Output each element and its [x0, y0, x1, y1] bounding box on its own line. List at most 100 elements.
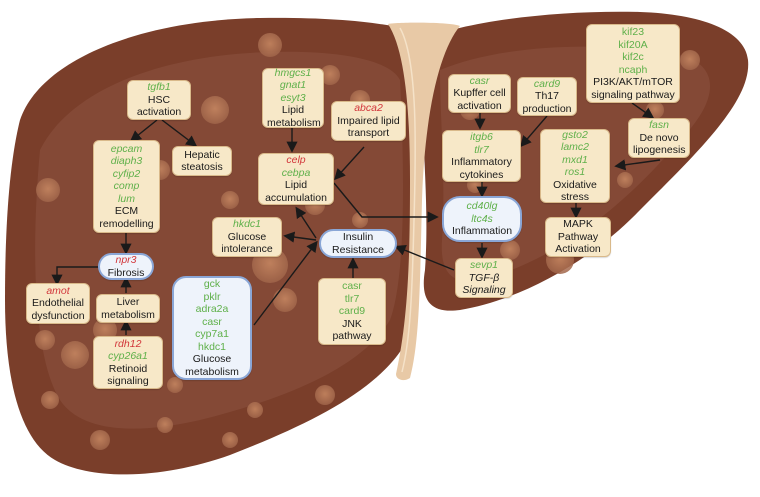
node-label: intolerance [221, 243, 273, 256]
gene-label: esyt3 [280, 91, 306, 104]
node-label: Lipid [281, 104, 305, 117]
gene-label: cyfip2 [112, 167, 141, 180]
gene-label: cyp26a1 [108, 350, 148, 362]
gene-label: ltc4s [471, 212, 493, 225]
gene-label: cebpa [281, 166, 311, 179]
node-label: Hepatic [184, 148, 220, 161]
node-label: activation [457, 99, 502, 112]
node-label: accumulation [265, 191, 327, 204]
node-label: metabolism [185, 365, 239, 378]
gene-label: comp [113, 180, 140, 193]
gene-label: fasn [649, 119, 669, 132]
node-label: signaling [107, 375, 149, 387]
node-label: Insulin [342, 231, 374, 243]
falciform-ligament [388, 22, 460, 381]
node-label: stress [560, 191, 589, 203]
node-label: dysfunction [31, 309, 85, 322]
gene-label: card9 [533, 77, 561, 90]
node-label: Kupffer cell [453, 87, 506, 100]
node-label: Inflammation [451, 225, 513, 238]
gene-label: lum [118, 192, 135, 205]
gene-label: abca2 [354, 102, 383, 115]
node-label: signaling pathway [591, 88, 675, 101]
node-label: Liver [116, 296, 140, 308]
gene-label: card9 [338, 305, 366, 318]
node-label: production [522, 102, 572, 115]
node-label: Activation [555, 243, 601, 256]
gene-label: hkdc1 [197, 340, 227, 353]
gene-label: gnat1 [279, 79, 307, 92]
node-label: Fibrosis [107, 266, 145, 279]
gene-label: kif2c [622, 51, 644, 63]
gene-label: rdh12 [114, 337, 142, 350]
gene-label: cyp7a1 [195, 328, 229, 340]
gene-label: sevp1 [469, 259, 499, 272]
gene-label: hkdc1 [232, 218, 262, 231]
node-label: Oxidative [553, 178, 597, 191]
gene-label: tgfb1 [147, 81, 171, 94]
node-label: De novo [639, 131, 679, 144]
gene-label: lamc2 [560, 141, 589, 153]
node-label: TGF-β [468, 271, 500, 284]
gene-label: npr3 [115, 254, 137, 266]
node-label: activation [136, 106, 182, 119]
node-label: Endothelial [32, 297, 84, 310]
gene-label: gck [203, 278, 221, 290]
gene-label: tlr7 [474, 143, 489, 156]
gene-label: casr [469, 74, 490, 87]
gene-label: ncaph [618, 63, 648, 76]
node-label: metabolism [101, 308, 155, 321]
node-label: pathway [332, 330, 372, 343]
gene-label: kif23 [621, 26, 645, 38]
gene-label: gsto2 [562, 128, 588, 141]
node-label: steatosis [181, 161, 223, 173]
node-label: Retinoid [108, 362, 148, 375]
gene-label: ros1 [564, 166, 586, 178]
ligament-line [399, 27, 417, 373]
node-label: remodelling [99, 217, 154, 230]
node-label: Inflammatory [451, 156, 512, 168]
gene-label: cd40lg [466, 200, 498, 213]
gene-label: casr [342, 280, 362, 293]
node-label: HSC [147, 93, 171, 106]
gene-label: diaph3 [110, 155, 143, 168]
gene-label: tlr7 [344, 292, 360, 305]
node-label: transport [347, 127, 390, 140]
node-label: Resistance [332, 243, 384, 256]
node-label: lipogenesis [633, 144, 686, 157]
node-label: metabolism [267, 116, 321, 129]
node-label: Pathway [557, 230, 599, 243]
node-label: Impaired lipid [337, 114, 400, 127]
node-label: Th17 [535, 90, 559, 103]
gene-label: adra2a [195, 303, 229, 315]
node-label: PI3K/AKT/mTOR [593, 76, 673, 88]
node-label: Glucose [192, 353, 232, 365]
gene-label: itgb6 [470, 131, 493, 143]
node-label: JNK [342, 317, 362, 330]
node-label: Signaling [462, 284, 506, 297]
gene-label: mxd1 [562, 153, 588, 166]
gene-label: hmgcs1 [274, 66, 312, 79]
gene-label: amot [46, 284, 70, 297]
node-label: cytokines [459, 168, 504, 181]
node-label: Glucose [227, 230, 267, 243]
